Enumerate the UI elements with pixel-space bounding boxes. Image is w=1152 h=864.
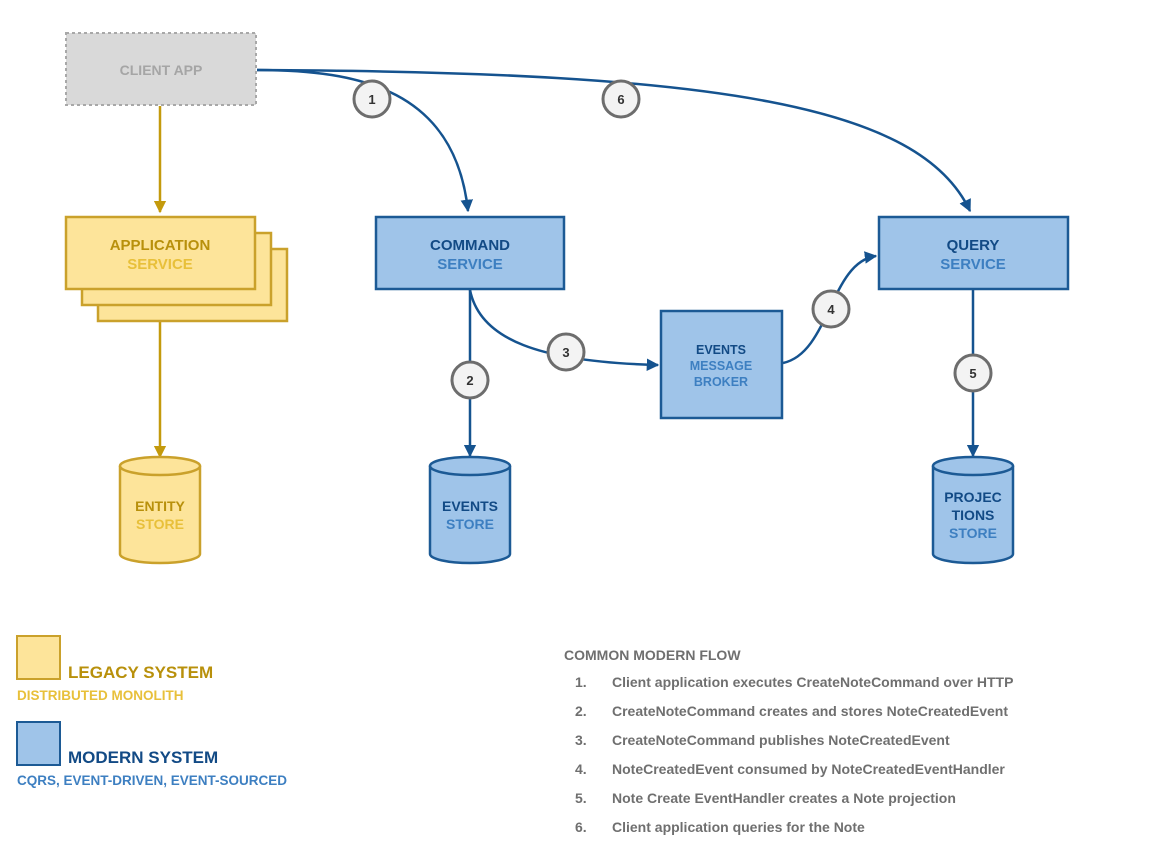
- events-store-cylinder: EVENTS STORE: [428, 455, 512, 565]
- svg-text:3: 3: [562, 345, 569, 360]
- application-service-node: APPLICATION SERVICE: [64, 215, 289, 323]
- projections-store-cylinder: PROJEC TIONS STORE: [931, 455, 1015, 565]
- legend-legacy-swatch: [16, 635, 61, 680]
- query-service-node: QUERY SERVICE: [877, 215, 1070, 291]
- flow-item: 3. CreateNoteCommand publishes NoteCreate…: [564, 731, 1144, 760]
- flow-item: 6. Client application queries for the Not…: [564, 818, 1144, 847]
- svg-text:4: 4: [827, 302, 835, 317]
- entity-store-subtitle: STORE: [136, 516, 184, 532]
- step-marker-3: 3: [546, 332, 586, 372]
- broker-title: EVENTS: [696, 343, 746, 357]
- flow-item-number: 1.: [575, 674, 587, 690]
- flow-item-text: CreateNoteCommand creates and stores Not…: [612, 703, 1009, 719]
- projections-store-subtitle: STORE: [949, 525, 997, 541]
- client-app-node: CLIENT APP: [65, 32, 257, 106]
- legend-modern-swatch: [16, 721, 61, 766]
- svg-text:2: 2: [466, 373, 473, 388]
- command-service-subtitle: SERVICE: [437, 256, 503, 273]
- step-marker-4: 4: [811, 289, 851, 329]
- flow-list: 1. Client application executes CreateNote…: [564, 673, 1144, 847]
- flow-item-text: Note Create EventHandler creates a Note …: [612, 790, 956, 806]
- flow-item-text: NoteCreatedEvent consumed by NoteCreated…: [612, 761, 1005, 777]
- step-marker-6: 6: [601, 79, 641, 119]
- application-service-title: APPLICATION: [110, 237, 211, 254]
- legend-modern-subtitle: CQRS, EVENT-DRIVEN, EVENT-SOURCED: [17, 773, 288, 788]
- entity-store-cylinder: ENTITY STORE: [118, 455, 202, 565]
- flow-item-text: CreateNoteCommand publishes NoteCreatedE…: [612, 732, 950, 748]
- flow-item-number: 5.: [575, 790, 587, 806]
- flow-item-text: Client application executes CreateNoteCo…: [612, 674, 1014, 690]
- broker-line2: MESSAGE: [690, 359, 753, 373]
- step-marker-1: 1: [352, 79, 392, 119]
- flow-item: 5. Note Create EventHandler creates a Not…: [564, 789, 1144, 818]
- step-marker-5: 5: [953, 353, 993, 393]
- command-service-title: COMMAND: [430, 237, 510, 254]
- svg-text:6: 6: [617, 92, 624, 107]
- flow-item-number: 2.: [575, 703, 587, 719]
- legend-modern-title: MODERN SYSTEM: [68, 748, 219, 767]
- query-service-subtitle: SERVICE: [940, 256, 1006, 273]
- flow-item-number: 3.: [575, 732, 587, 748]
- flow-title: COMMON MODERN FLOW: [564, 647, 741, 663]
- common-modern-flow: COMMON MODERN FLOW 1. Client application …: [564, 647, 1144, 847]
- flow-item: 4. NoteCreatedEvent consumed by NoteCreat…: [564, 760, 1144, 789]
- entity-store-title: ENTITY: [135, 498, 185, 514]
- legend-legacy-subtitle: DISTRIBUTED MONOLITH: [17, 688, 184, 703]
- message-broker-node: EVENTS MESSAGE BROKER: [659, 309, 784, 420]
- legend-legacy-title: LEGACY SYSTEM: [68, 663, 214, 682]
- connector-command-to-broker: [468, 289, 660, 371]
- projections-store-title-1: PROJEC: [944, 489, 1002, 505]
- flow-item: 2. CreateNoteCommand creates and stores N…: [564, 702, 1144, 731]
- flow-item: 1. Client application executes CreateNote…: [564, 673, 1144, 702]
- broker-line3: BROKER: [694, 375, 748, 389]
- client-app-label: CLIENT APP: [120, 62, 203, 78]
- query-service-title: QUERY: [947, 237, 1000, 254]
- step-marker-2: 2: [450, 360, 490, 400]
- flow-item-number: 6.: [575, 819, 587, 835]
- flow-item-number: 4.: [575, 761, 587, 777]
- svg-text:1: 1: [368, 92, 375, 107]
- events-store-title: EVENTS: [442, 498, 498, 514]
- events-store-subtitle: STORE: [446, 516, 494, 532]
- flow-item-text: Client application queries for the Note: [612, 819, 865, 835]
- connector-client-to-query: [256, 68, 972, 213]
- command-service-node: COMMAND SERVICE: [374, 215, 566, 291]
- projections-store-title-2: TIONS: [952, 507, 995, 523]
- application-service-subtitle: SERVICE: [127, 256, 193, 273]
- svg-text:5: 5: [969, 366, 976, 381]
